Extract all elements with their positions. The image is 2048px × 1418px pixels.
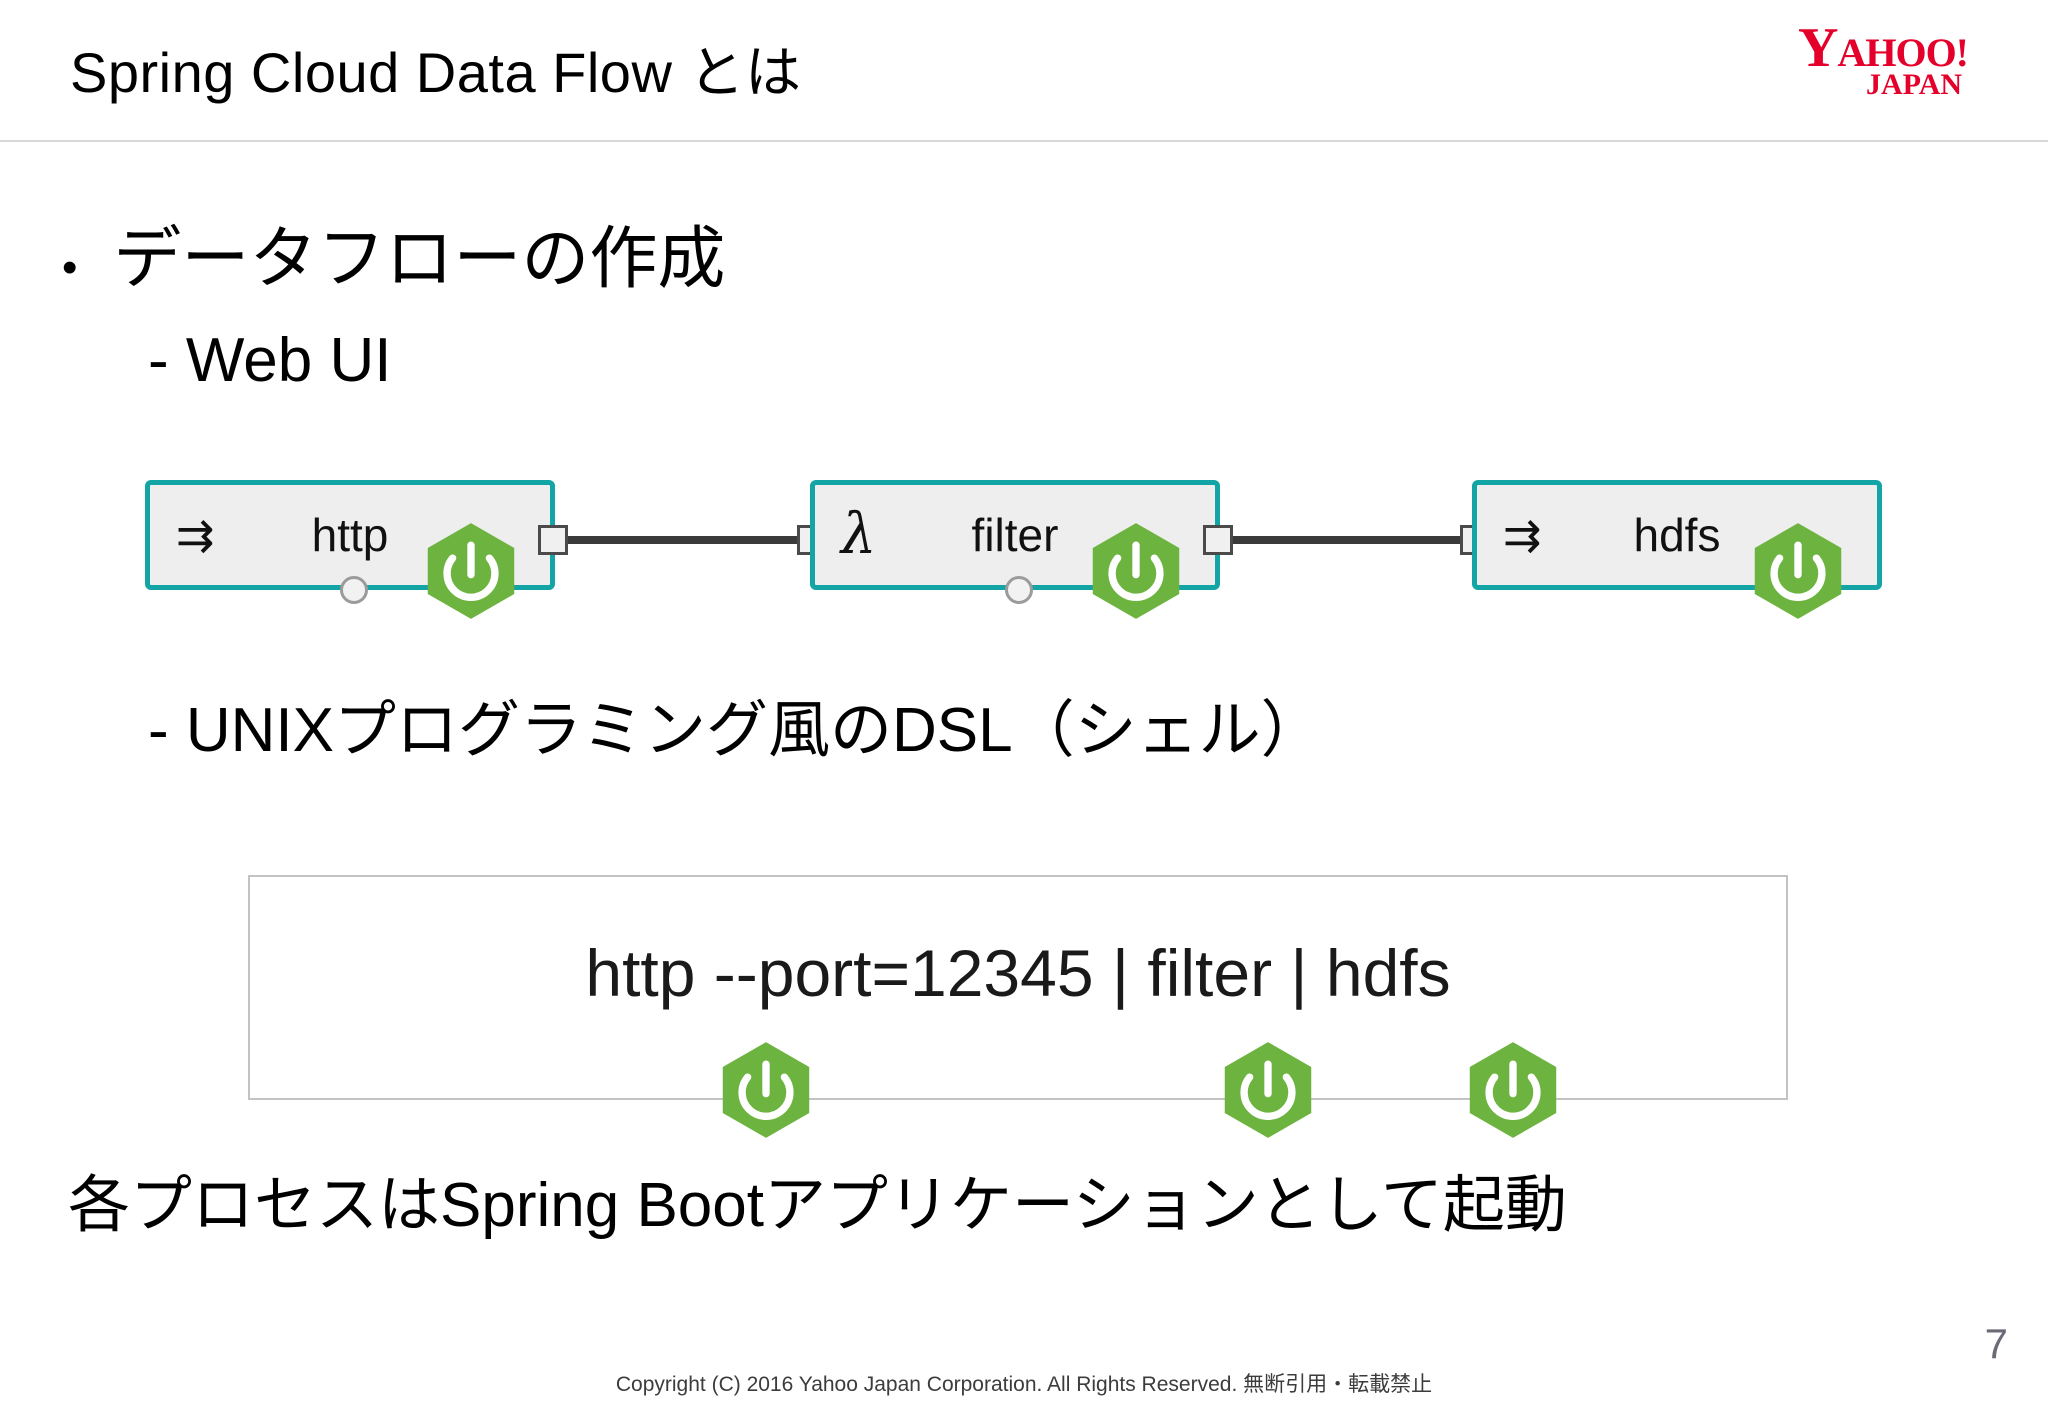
dsl-command-text: http --port=12345 | filter | hdfs (585, 936, 1451, 1010)
flow-node-filter-tap-handle[interactable] (1005, 576, 1033, 604)
bullet-item-label: データフローの作成 (113, 221, 726, 297)
flow-node-filter-output-port[interactable] (1203, 525, 1233, 555)
sub-item-dsl: - UNIXプログラミング風のDSL（シェル） (148, 696, 1323, 765)
spring-boot-power-icon (720, 1040, 812, 1140)
sink-arrow-icon: ⇉ (1503, 508, 1542, 562)
page-title: Spring Cloud Data Flow とは (70, 41, 802, 104)
sub-item-web-ui: - Web UI (148, 326, 392, 395)
copyright-text: Copyright (C) 2016 Yahoo Japan Corporati… (615, 1373, 1433, 1396)
bullet-dot-icon: • (62, 243, 78, 292)
source-arrow-icon: ⇉ (176, 508, 215, 562)
spring-boot-power-icon (1090, 521, 1182, 621)
flow-link-http-filter (560, 536, 805, 544)
header-divider (0, 140, 2048, 142)
logo-main-first: Y (1798, 17, 1838, 79)
flow-link-filter-hdfs (1225, 536, 1470, 544)
logo-main-rest: AHOO! (1837, 30, 1969, 75)
flow-node-http-tap-handle[interactable] (340, 576, 368, 604)
slide-header: Spring Cloud Data Flow とは YAHOO! JAPAN (0, 0, 2048, 140)
dataflow-diagram: ⇉ http λ filter (0, 470, 2048, 670)
lambda-icon: λ (841, 502, 877, 567)
yahoo-japan-logo: YAHOO! JAPAN (1748, 20, 2018, 112)
spring-boot-power-icon (1467, 1040, 1559, 1140)
spring-boot-power-icon (425, 521, 517, 621)
logo-sub-text: JAPAN (1865, 67, 1963, 101)
spring-boot-power-icon (1752, 521, 1844, 621)
summary-note: 各プロセスはSpring Bootアプリケーションとして起動 (68, 1171, 1567, 1240)
spring-boot-power-icon (1222, 1040, 1314, 1140)
flow-node-http-output-port[interactable] (538, 525, 568, 555)
page-number: 7 (1984, 1320, 2008, 1367)
logo-main-text: YAHOO! (1748, 20, 2018, 76)
bullet-item-dataflow: • データフローの作成 (62, 225, 725, 293)
